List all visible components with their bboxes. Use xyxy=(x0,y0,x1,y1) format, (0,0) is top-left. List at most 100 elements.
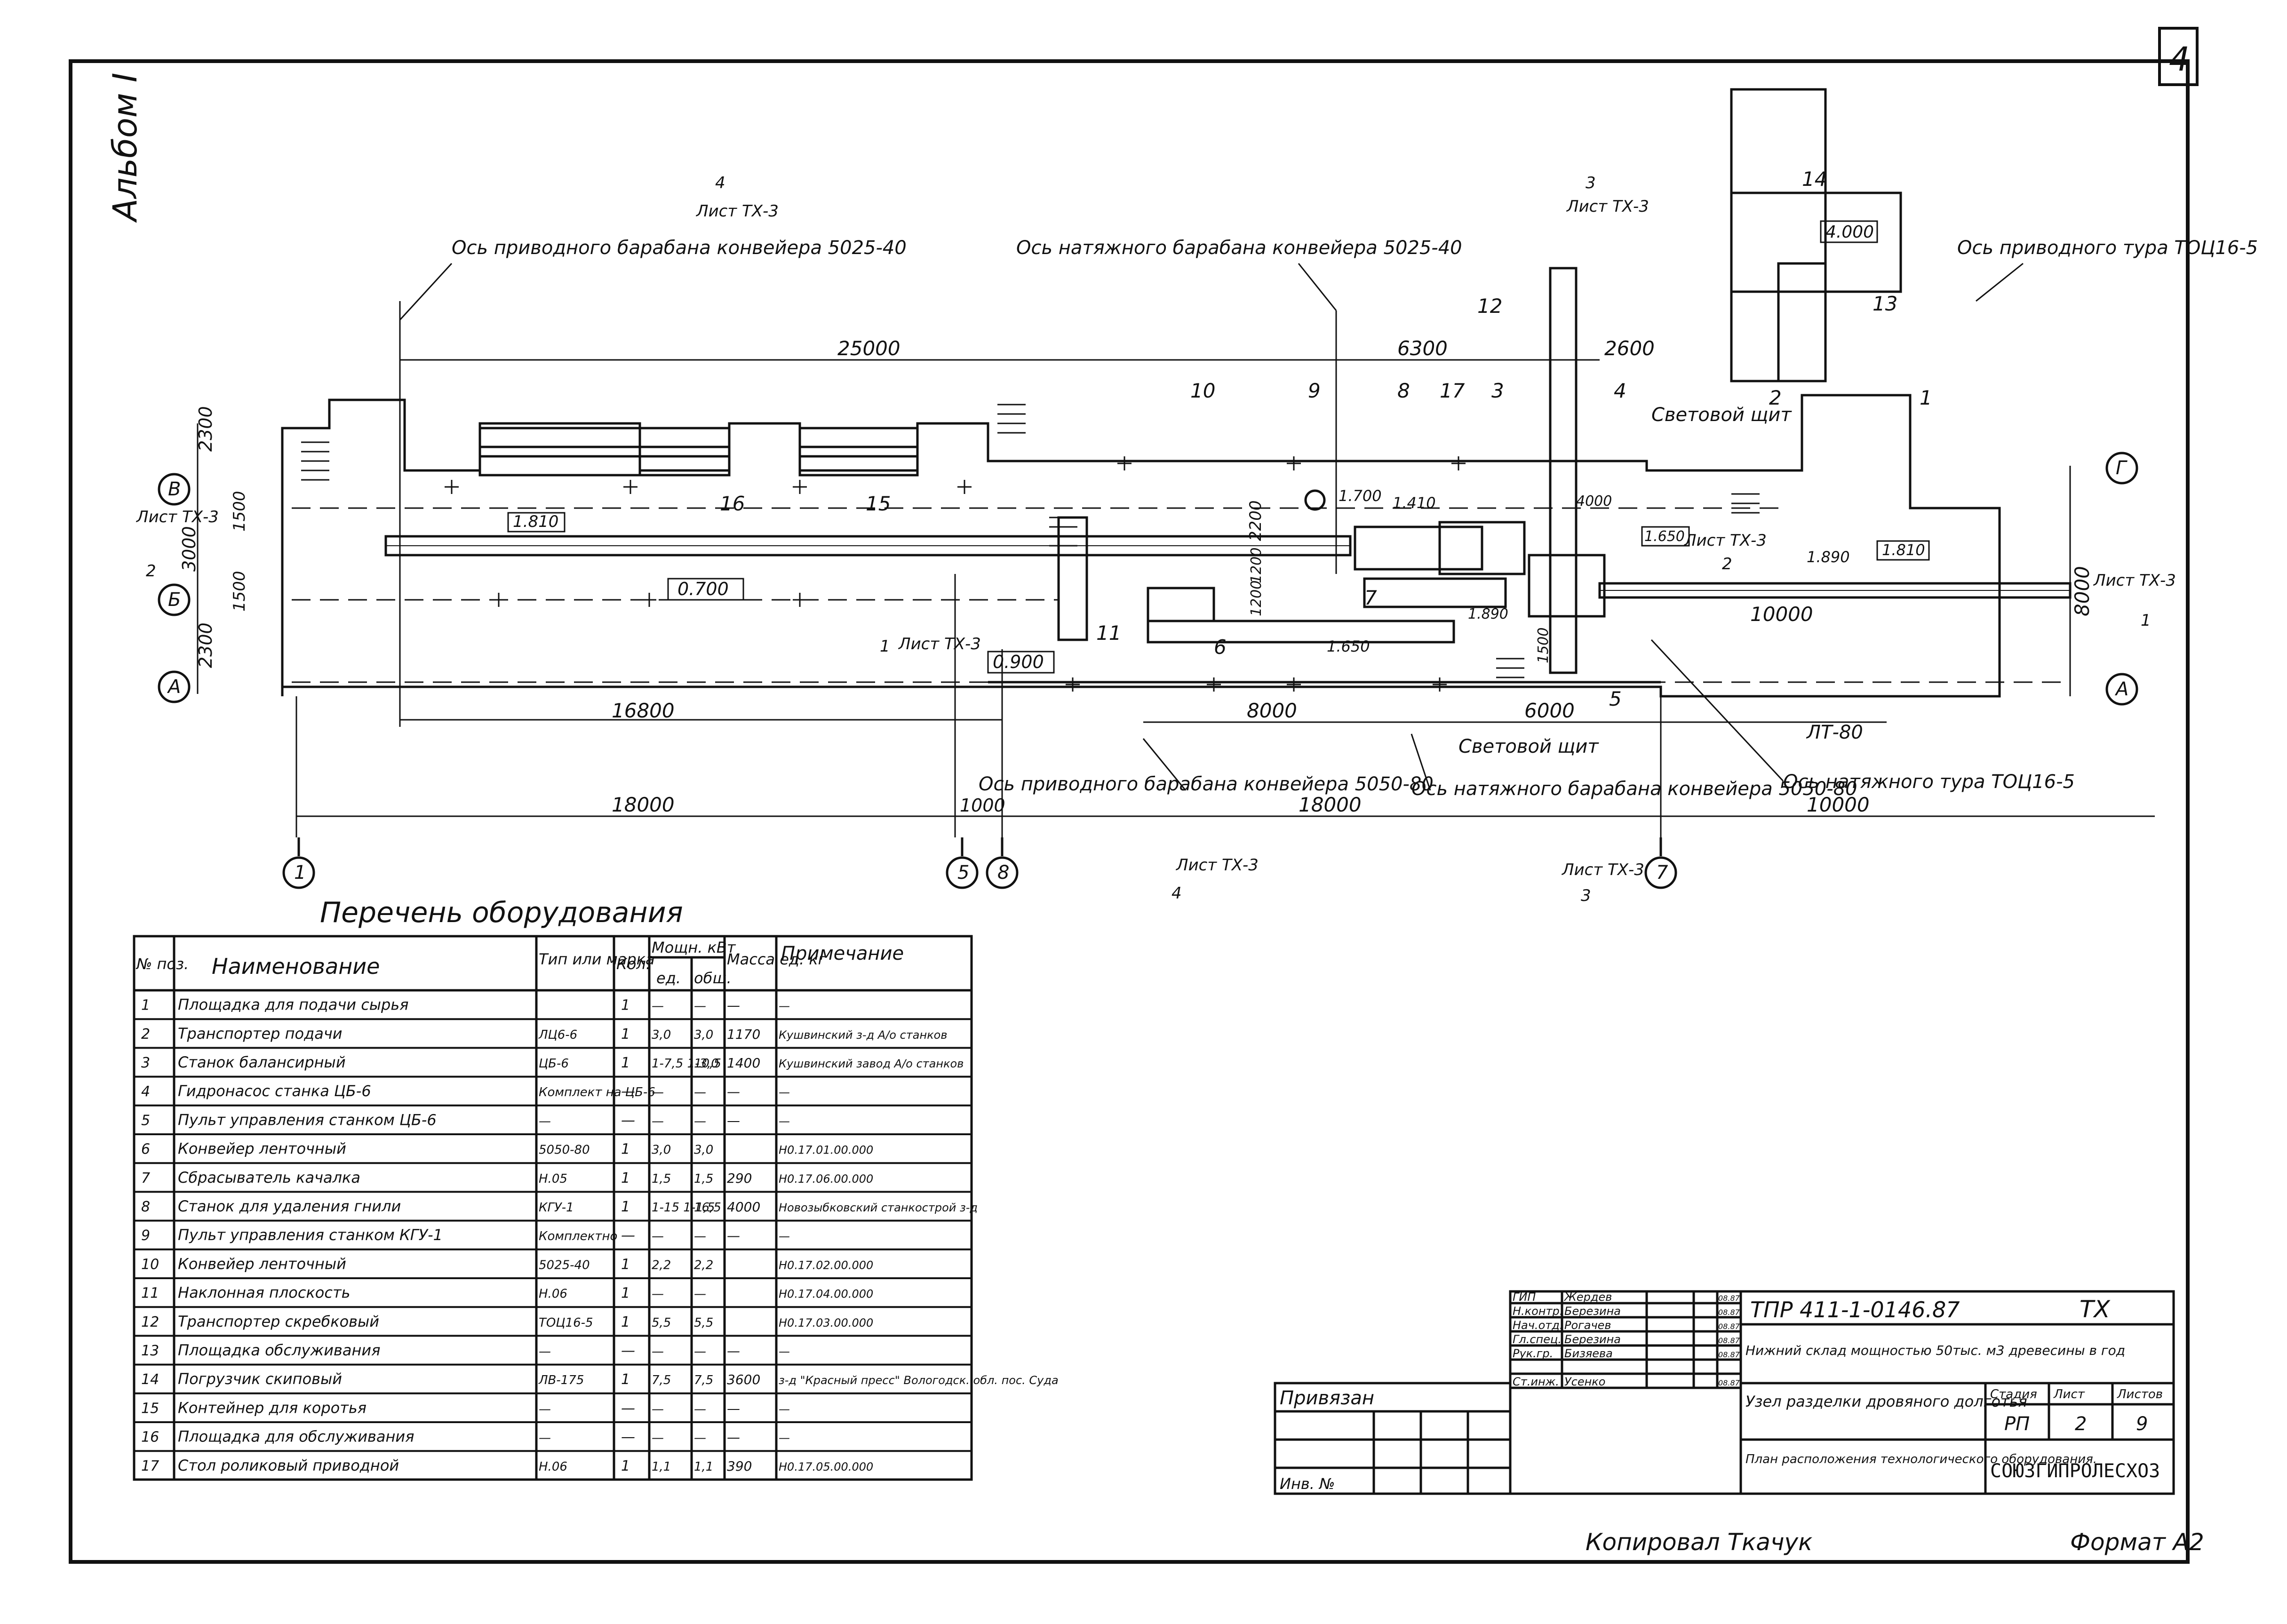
stairs xyxy=(301,404,1760,678)
table-cell-note: Новозыбковский станкострой з-д xyxy=(779,1201,978,1214)
elev-1: 1.810 xyxy=(513,512,558,531)
table-cell-pos: 17 xyxy=(141,1458,159,1474)
elev-7: 1.650 xyxy=(1644,528,1685,545)
linked-label: Привязан xyxy=(1280,1387,1374,1409)
table-cell-note: — xyxy=(779,1086,790,1099)
callout-drive-drum-5050: Ось приводного барабана конвейера 5050-8… xyxy=(979,773,1434,795)
section-mark-num: 1 xyxy=(2141,611,2151,630)
staff-name: Рогачев xyxy=(1564,1319,1611,1332)
staff-date: 08.87 xyxy=(1718,1294,1740,1303)
staff-role: Нач.отд. xyxy=(1513,1319,1563,1332)
table-cell-p1: — xyxy=(652,999,664,1013)
container-15-c xyxy=(638,427,731,448)
pos-label: 12 xyxy=(1477,295,1502,318)
table-cell-p2: — xyxy=(694,999,706,1013)
staff-role: Ст.инж. xyxy=(1513,1375,1559,1388)
table-cell-qty: — xyxy=(621,1343,635,1359)
section-mark-num: 2 xyxy=(146,562,156,581)
table-cell-p1: — xyxy=(652,1229,664,1243)
table-cell-mass: — xyxy=(727,1430,740,1445)
axis-row-label: Б xyxy=(168,589,181,611)
table-cell-mass: 290 xyxy=(727,1170,752,1186)
pos-label: 14 xyxy=(1802,167,1827,191)
page-number: 4 xyxy=(2169,40,2190,79)
dim-3000: 3000 xyxy=(179,526,199,572)
pos-label: 7 xyxy=(1364,586,1377,609)
staff-role: Гл.спец. xyxy=(1513,1333,1562,1346)
header-pos: № поз. xyxy=(135,955,189,973)
machine-3 xyxy=(1528,554,1606,618)
table-cell-note: Н0.17.01.00.000 xyxy=(779,1144,873,1157)
axis-row-label: Г xyxy=(2116,457,2128,479)
header-power-total: общ. xyxy=(694,969,732,987)
section-mark-sheet: Лист ТХ-3 xyxy=(695,202,779,221)
header-power-unit: ед. xyxy=(656,969,681,987)
header-weight: Масса ед. кг xyxy=(727,950,826,968)
platform-13 xyxy=(1777,262,1827,382)
elev-11: 1.650 xyxy=(1327,637,1370,655)
operator-post-9 xyxy=(1304,489,1326,511)
table-cell-qty: 1 xyxy=(621,1458,630,1474)
table-cell-p2: — xyxy=(694,1431,706,1445)
table-cell-note: Н0.17.06.00.000 xyxy=(779,1172,873,1186)
table-cell-type: ТОЦ16-5 xyxy=(539,1316,593,1330)
table-cell-p1: 1,5 xyxy=(652,1172,671,1186)
table-cell-pos: 16 xyxy=(141,1429,159,1446)
table-cell-p2: — xyxy=(694,1114,706,1128)
axis-col-label: 5 xyxy=(957,862,969,884)
section-mark-sheet: Лист ТХ-3 xyxy=(2093,571,2176,590)
table-cell-pos: 3 xyxy=(141,1055,150,1071)
axis-bubbles xyxy=(158,452,2138,889)
table-cell-pos: 11 xyxy=(141,1285,159,1302)
table-cell-p2: — xyxy=(694,1085,706,1099)
page-number-box xyxy=(2158,27,2199,86)
table-cell-note: — xyxy=(779,1000,790,1013)
table-cell-name: Площадка обслуживания xyxy=(178,1341,380,1359)
elev-2: 0.700 xyxy=(677,579,729,599)
table-cell-qty: 1 xyxy=(621,1256,630,1273)
table-cell-p2: — xyxy=(694,1402,706,1416)
table-cell-p1: — xyxy=(652,1114,664,1128)
table-cell-mass: — xyxy=(727,1228,740,1243)
header-qty: Кол. xyxy=(616,955,651,973)
table-cell-name: Контейнер для коротья xyxy=(178,1399,367,1417)
staff-role: ГИП xyxy=(1513,1290,1536,1304)
table-cell-note: Кушвинский з-д А/о станков xyxy=(779,1028,948,1042)
elev-3: 0.900 xyxy=(993,652,1044,672)
inv-label: Инв. № xyxy=(1280,1475,1335,1493)
section-mark-num: 3 xyxy=(1586,174,1596,192)
table-cell-type: — xyxy=(539,1345,551,1359)
plan-position-labels: 1 2 3 4 5 6 7 8 9 10 11 12 13 14 15 16 1… xyxy=(720,167,1932,710)
container-15-a xyxy=(478,427,641,448)
staff-date: 08.87 xyxy=(1718,1336,1740,1345)
staff-date: 08.87 xyxy=(1718,1378,1740,1387)
section-mark-num: 4 xyxy=(715,174,725,192)
table-cell-p2: — xyxy=(694,1345,706,1359)
section-mark-sheet: Лист ТХ-3 xyxy=(1683,531,1767,550)
staff-role: Н.контр. xyxy=(1513,1305,1563,1318)
table-cell-pos: 10 xyxy=(141,1256,159,1273)
pos-label: 3 xyxy=(1491,379,1504,402)
callout-tension-drum-5050: Ось натяжного барабана конвейера 5050-80 xyxy=(1411,778,1857,800)
table-cell-name: Транспортер скребковый xyxy=(178,1313,379,1330)
table-cell-pos: 1 xyxy=(141,997,150,1014)
dim-1500-a: 1500 xyxy=(230,491,249,532)
dim-2600: 2600 xyxy=(1604,337,1655,360)
pos-label: 4 xyxy=(1614,379,1626,402)
callout-tension-tour: Ось натяжного тура ТОЦ16-5 xyxy=(1783,771,2075,793)
table-cell-qty: — xyxy=(621,1400,635,1417)
table-cell-pos: 6 xyxy=(141,1141,150,1158)
header-name: Наименование xyxy=(212,954,380,979)
table-cell-pos: 7 xyxy=(141,1170,150,1186)
table-cell-p2: 3,0 xyxy=(694,1143,713,1157)
dim-25000: 25000 xyxy=(837,337,900,360)
format-label: Формат А2 xyxy=(2070,1528,2204,1556)
table-cell-mass: 1400 xyxy=(727,1055,760,1071)
table-cell-name: Конвейер ленточный xyxy=(178,1255,346,1273)
section-mark-num: 4 xyxy=(1171,884,1182,903)
table-cell-p2: 3,0 xyxy=(694,1028,713,1042)
staff-role: Рук.гр. xyxy=(1513,1347,1553,1360)
container-15-b xyxy=(478,455,641,477)
table-cell-p1: 2,2 xyxy=(652,1258,671,1272)
